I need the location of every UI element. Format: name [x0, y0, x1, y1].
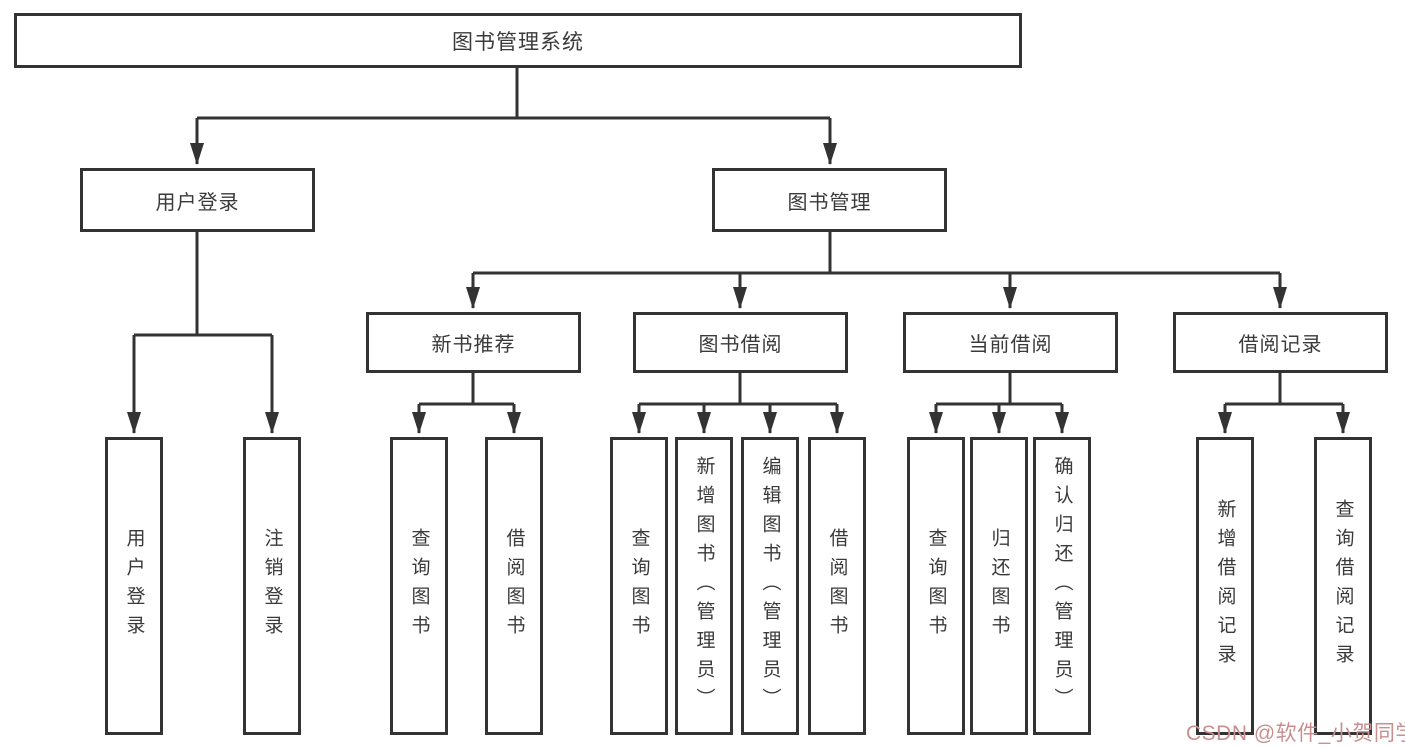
leaf-query-books-borrowing: 查询图书 [610, 437, 668, 735]
leaf-label: 新增图书（管理员） [693, 455, 715, 717]
leaf-user-login: 用户登录 [105, 437, 163, 735]
leaf-query-books-recommend: 查询图书 [390, 437, 448, 735]
node-user-login-branch: 用户登录 [80, 168, 315, 232]
leaf-label: 编辑图书（管理员） [759, 455, 781, 717]
leaf-label: 归还图书 [988, 528, 1010, 644]
node-label: 新书推荐 [431, 334, 516, 356]
leaf-label: 借阅图书 [826, 528, 848, 644]
leaf-label: 确认归还（管理员） [1051, 455, 1073, 717]
leaf-label: 注销登录 [261, 528, 283, 644]
node-library-management-system: 图书管理系统 [14, 13, 1022, 68]
leaf-label: 用户登录 [123, 528, 145, 644]
node-label: 图书借阅 [698, 334, 783, 356]
leaf-logout: 注销登录 [243, 437, 301, 735]
leaf-label: 查询图书 [408, 528, 430, 644]
csdn-watermark: CSDN @软件_小贺同学 [1186, 722, 1405, 745]
leaf-add-borrow-record: 新增借阅记录 [1196, 437, 1254, 735]
node-label: 图书管理系统 [452, 30, 584, 54]
leaf-edit-books-admin: 编辑图书（管理员） [741, 437, 799, 735]
node-new-book-recommend: 新书推荐 [366, 312, 581, 373]
node-borrowing-records: 借阅记录 [1173, 312, 1388, 373]
leaf-borrow-books-recommend: 借阅图书 [485, 437, 543, 735]
leaf-query-books-current: 查询图书 [907, 437, 965, 735]
node-label: 借阅记录 [1238, 334, 1323, 356]
leaf-label: 新增借阅记录 [1214, 499, 1236, 673]
leaf-confirm-return-admin: 确认归还（管理员） [1033, 437, 1091, 735]
leaf-borrow-books: 借阅图书 [808, 437, 866, 735]
node-book-borrowing: 图书借阅 [633, 312, 848, 373]
leaf-add-books-admin: 新增图书（管理员） [675, 437, 733, 735]
node-book-management-branch: 图书管理 [712, 168, 947, 232]
leaf-label: 查询图书 [925, 528, 947, 644]
leaf-return-books: 归还图书 [970, 437, 1028, 735]
node-label: 用户登录 [155, 191, 240, 214]
leaf-label: 查询图书 [628, 528, 650, 644]
node-label: 当前借阅 [968, 334, 1053, 356]
node-label: 图书管理 [787, 191, 872, 214]
leaf-label: 查询借阅记录 [1332, 499, 1354, 673]
leaf-label: 借阅图书 [503, 528, 525, 644]
node-current-borrowing: 当前借阅 [903, 312, 1118, 373]
leaf-query-borrow-record: 查询借阅记录 [1314, 437, 1372, 735]
